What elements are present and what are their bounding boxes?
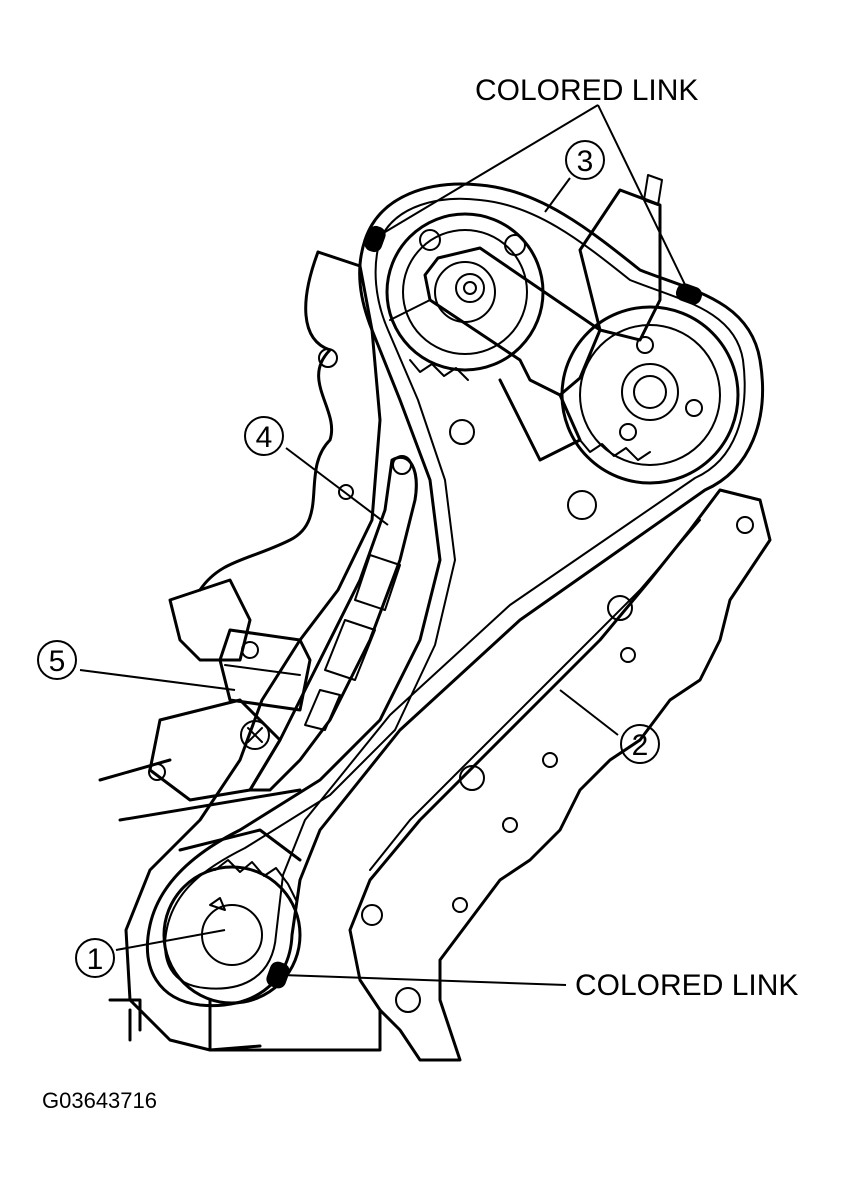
svg-text:4: 4: [256, 421, 273, 454]
callouts: 3 4 5 2 1: [37, 140, 660, 978]
tensioner-bolt-2: [240, 720, 270, 750]
tensioner-arm-pivot: [392, 455, 412, 475]
callout-4: 4: [244, 416, 284, 456]
colored-link-crank: [266, 961, 290, 989]
exhaust-cam-sprocket: [560, 305, 740, 485]
cover-hole-5: [449, 419, 475, 445]
guide-bolt-hole-6: [395, 987, 421, 1013]
colored-link-label-bottom: COLORED LINK: [575, 969, 798, 1002]
callout-3: 3: [565, 140, 605, 180]
engine-cover-outline: [98, 250, 382, 1052]
cover-hole-2: [338, 484, 354, 500]
exhaust-cam-hub: [621, 363, 679, 421]
svg-text:5: 5: [49, 645, 66, 678]
crankshaft-hub: [201, 904, 263, 966]
svg-text:1: 1: [87, 943, 104, 976]
leader-callout-4: [285, 447, 389, 526]
leader-lines: [79, 104, 691, 986]
svg-text:3: 3: [577, 145, 594, 178]
cover-holes: [148, 348, 597, 781]
guide-bolt-9: [361, 904, 383, 926]
guide-bolt-hole-3: [542, 752, 558, 768]
cover-hole-3: [148, 763, 166, 781]
colored-link-intake: [364, 225, 386, 253]
intake-cam-sprocket: [385, 212, 545, 381]
cover-hole-4: [567, 490, 597, 520]
colored-link-label-top: COLORED LINK: [475, 74, 698, 107]
leader-colored-link-bottom: [281, 974, 567, 986]
tensioner-arm: [248, 455, 418, 792]
tensioner-bolt-1: [241, 641, 259, 659]
leader-callout-1: [115, 929, 226, 951]
chain-tensioner: [218, 628, 312, 750]
guide-bolt-hole-2: [620, 647, 636, 663]
guide-bolt-hole-5: [452, 897, 468, 913]
svg-text:2: 2: [632, 729, 649, 762]
guide-bolt-8: [607, 595, 633, 621]
guide-bolt-hole-4: [502, 817, 518, 833]
cover-hole-1: [318, 348, 338, 368]
chain-guide: [348, 488, 772, 1062]
leader-colored-link-top: [374, 104, 691, 296]
cam-holding-bracket: [389, 174, 663, 462]
figure-id: G03643716: [42, 1088, 157, 1113]
callout-1: 1: [75, 938, 115, 978]
timing-chain: [145, 182, 765, 1008]
callout-2: 2: [620, 724, 660, 764]
callout-5: 5: [37, 640, 77, 680]
guide-bolt-hole-1: [736, 516, 754, 534]
leader-callout-3: [544, 177, 571, 213]
guide-bolt-7: [459, 765, 485, 791]
leader-callout-2: [559, 689, 619, 736]
leader-callout-5: [79, 669, 236, 691]
